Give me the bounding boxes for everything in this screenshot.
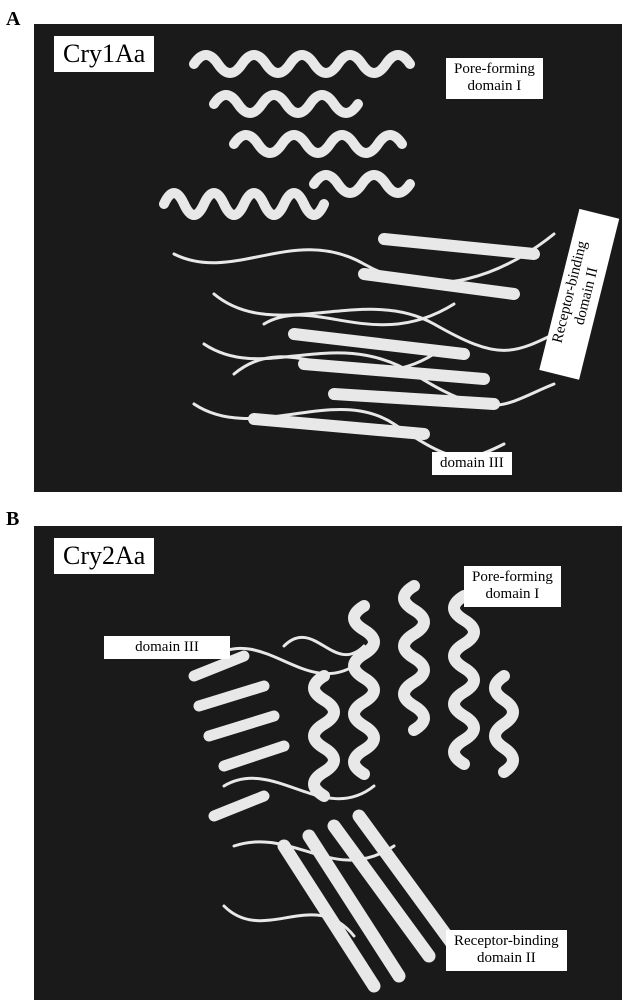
- panel-b-title: Cry2Aa: [54, 538, 154, 574]
- panel-a-pore-forming-label: Pore-forming domain I: [446, 58, 543, 99]
- panel-b-letter: B: [6, 508, 19, 531]
- panel-b-receptor-binding-line2: domain II: [454, 950, 559, 967]
- panel-b-pore-forming-label: Pore-forming domain I: [464, 566, 561, 607]
- panel-b-receptor-binding-label: Receptor-binding domain II: [446, 930, 567, 971]
- panel-b-pore-forming-line1: Pore-forming: [472, 569, 553, 586]
- panel-a-pore-forming-line1: Pore-forming: [454, 61, 535, 78]
- panel-a-domain3-label: domain III: [432, 452, 512, 475]
- panel-a-pore-forming-line2: domain I: [454, 78, 535, 95]
- panel-b-pore-forming-line2: domain I: [472, 586, 553, 603]
- panel-b-domain3-label: domain III: [104, 636, 230, 659]
- panel-b-receptor-binding-line1: Receptor-binding: [454, 933, 559, 950]
- panel-a-letter: A: [6, 8, 20, 31]
- panel-a-image: Cry1Aa Pore-forming domain I Receptor-bi…: [34, 24, 622, 492]
- panel-b-image: Cry2Aa Pore-forming domain I domain III …: [34, 526, 622, 1000]
- panel-a-title: Cry1Aa: [54, 36, 154, 72]
